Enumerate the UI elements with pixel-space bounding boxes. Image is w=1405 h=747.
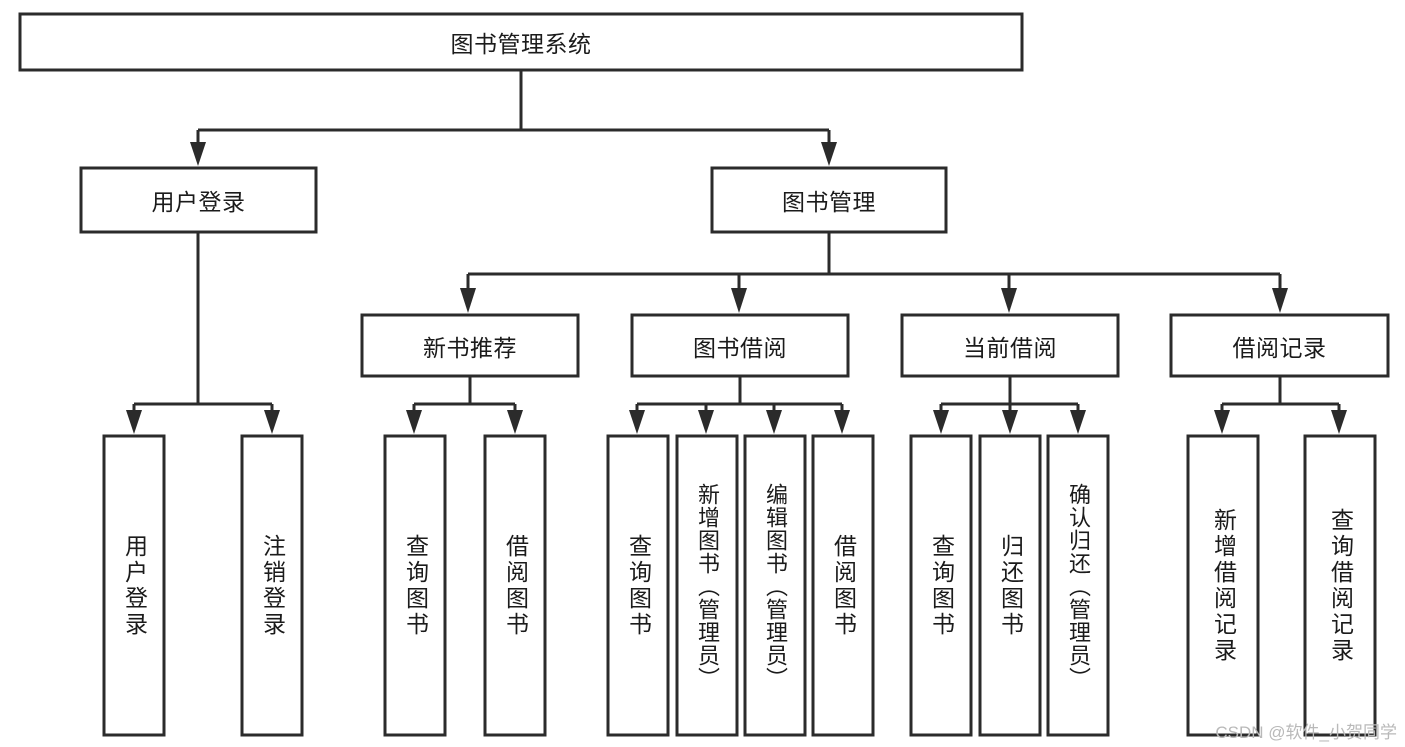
arrow-to-borrow-record <box>1272 288 1288 313</box>
arrow-current-leaf3 <box>1070 410 1086 434</box>
arrow-borrow-leaf1 <box>629 410 645 434</box>
arrow-record-leaf1 <box>1214 410 1230 434</box>
arrow-record-leaf2 <box>1331 410 1347 434</box>
node-current-borrow[interactable] <box>900 313 1120 378</box>
leaf-current-query[interactable] <box>909 434 973 737</box>
leaf-current-confirm[interactable] <box>1046 434 1110 737</box>
node-root[interactable] <box>18 12 1024 72</box>
leaf-borrow-lend[interactable] <box>811 434 875 737</box>
arrow-to-current-borrow <box>1001 288 1017 313</box>
leaf-user-login[interactable] <box>102 434 166 737</box>
node-book-management[interactable] <box>710 166 948 234</box>
leaf-user-logout[interactable] <box>240 434 304 737</box>
arrow-to-user-login <box>190 142 206 166</box>
arrow-current-leaf2 <box>1002 410 1018 434</box>
arrow-user-leaf1 <box>126 410 142 434</box>
node-borrow-record[interactable] <box>1169 313 1390 378</box>
node-new-book-recommend[interactable] <box>360 313 580 378</box>
arrow-to-book-mgmt <box>821 142 837 166</box>
arrow-borrow-leaf3 <box>766 410 782 434</box>
leaf-borrow-query[interactable] <box>606 434 670 737</box>
arrow-newbook-leaf2 <box>507 410 523 434</box>
arrow-current-leaf1 <box>933 410 949 434</box>
node-user-login[interactable] <box>79 166 318 234</box>
leaf-record-query[interactable] <box>1303 434 1377 737</box>
arrow-newbook-leaf1 <box>406 410 422 434</box>
leaf-newbook-query[interactable] <box>383 434 447 737</box>
node-book-borrow[interactable] <box>630 313 850 378</box>
arrow-to-new-book <box>460 288 476 313</box>
leaf-record-add[interactable] <box>1186 434 1260 737</box>
arrow-to-book-borrow <box>731 288 747 313</box>
leaf-borrow-edit[interactable] <box>743 434 807 737</box>
leaf-borrow-add[interactable] <box>675 434 739 737</box>
arrow-user-leaf2 <box>264 410 280 434</box>
leaf-newbook-borrow[interactable] <box>483 434 547 737</box>
arrow-borrow-leaf2 <box>698 410 714 434</box>
arrow-borrow-leaf4 <box>834 410 850 434</box>
leaf-current-return[interactable] <box>978 434 1042 737</box>
